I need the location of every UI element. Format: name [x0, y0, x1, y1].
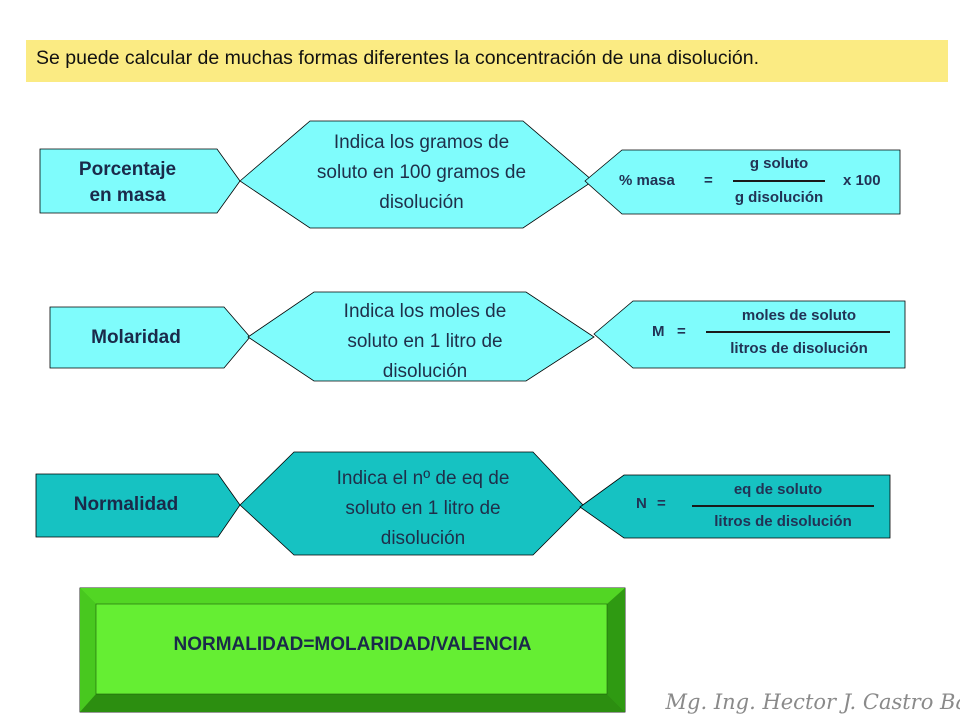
formula-lhs-molaridad: M — [652, 323, 665, 340]
formula-equals-normalidad: = — [657, 495, 666, 512]
formula-pentagon-porcentaje — [584, 149, 901, 215]
formula-equals-porcentaje: = — [704, 172, 713, 189]
formula-numerator-molaridad: moles de soluto — [741, 307, 857, 324]
relation-text: NORMALIDAD=MOLARIDAD/VALENCIA — [173, 634, 532, 655]
fraction-bar-normalidad — [692, 505, 874, 507]
formula-suffix-porcentaje: x 100 — [843, 172, 881, 189]
concept-line: en masa — [89, 185, 166, 206]
formula-denominator-molaridad: litros de disolución — [730, 340, 868, 357]
description-line: soluto en 100 gramos de — [316, 162, 527, 183]
fraction-bar-porcentaje — [733, 180, 825, 182]
description-line: disolución — [382, 361, 468, 382]
formula-lhs-porcentaje: % masa — [619, 172, 675, 189]
concept-pentagon-normalidad — [35, 473, 241, 538]
formula-equals-molaridad: = — [677, 323, 686, 340]
concept-line: Porcentaje — [78, 159, 177, 180]
formula-pentagon-molaridad — [593, 300, 906, 369]
description-line: soluto en 1 litro de — [347, 331, 503, 352]
description-line: soluto en 1 litro de — [345, 498, 501, 519]
description-line: Indica los moles de — [343, 301, 507, 322]
formula-numerator-normalidad: eq de soluto — [733, 481, 823, 498]
concept-label-molaridad: Molaridad — [50, 325, 222, 351]
relation-box-inner — [95, 603, 608, 695]
header-text: Se puede calcular de muchas formas difer… — [36, 47, 760, 69]
formula-denominator-normalidad: litros de disolución — [714, 513, 852, 530]
fraction-bar-molaridad — [706, 331, 890, 333]
concept-label-porcentaje: Porcentaje en masa — [40, 157, 215, 209]
header-banner — [26, 40, 948, 82]
concept-pentagon-molaridad — [49, 306, 251, 369]
description-porcentaje: Indica los gramos de soluto en 100 gramo… — [280, 128, 563, 218]
signature-text: Mg. Ing. Hector J. Castro Ba — [665, 690, 960, 714]
description-line: disolución — [379, 192, 464, 213]
formula-lhs-normalidad: N — [636, 495, 647, 512]
description-normalidad: Indica el nº de eq de soluto en 1 litro … — [276, 464, 570, 554]
description-hexagon-molaridad — [247, 291, 595, 382]
concept-line: Molaridad — [91, 327, 181, 348]
description-molaridad: Indica los moles de soluto en 1 litro de… — [284, 297, 566, 387]
concept-pentagon-porcentaje — [39, 148, 241, 214]
concept-label-normalidad: Normalidad — [36, 492, 216, 518]
description-line: disolución — [380, 528, 466, 549]
concept-line: Normalidad — [73, 494, 179, 515]
formula-numerator-porcentaje: g soluto — [749, 155, 809, 172]
description-line: Indica los gramos de — [333, 132, 510, 153]
formula-denominator-porcentaje: g disolución — [734, 189, 824, 206]
description-line: Indica el nº de eq de — [336, 468, 510, 489]
